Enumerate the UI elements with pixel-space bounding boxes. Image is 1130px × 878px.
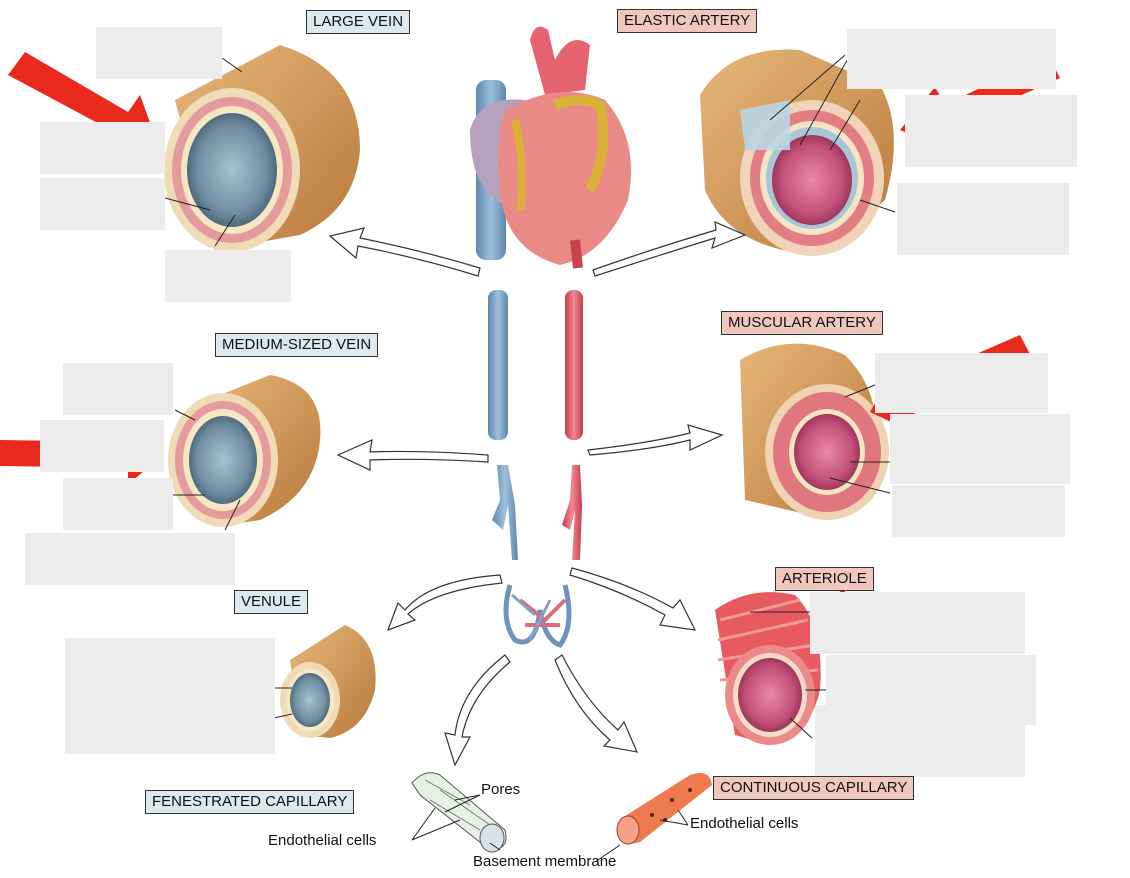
hidden-label-box	[810, 592, 1025, 654]
endothelial-cells-annotation-left: Endothelial cells	[268, 832, 377, 849]
hidden-label-box	[96, 27, 222, 79]
endothelial-cells-annotation-right: Endothelial cells	[690, 815, 799, 832]
large-vein-label: LARGE VEIN	[306, 10, 411, 34]
hidden-label-box	[847, 29, 1056, 89]
hidden-label-box	[40, 420, 164, 472]
medium-vein-label: MEDIUM-SIZED VEIN	[215, 333, 379, 357]
muscular-artery-illustration	[740, 343, 891, 520]
hidden-label-box	[875, 353, 1048, 413]
pores-annotation: Pores	[481, 781, 521, 798]
venule-label: VENULE	[234, 590, 309, 614]
hidden-label-box	[63, 478, 173, 530]
central-vessels	[488, 290, 583, 648]
heart-illustration	[470, 26, 632, 269]
fenestrated-capillary-illustration	[411, 772, 507, 853]
fenestrated-capillary-label: FENESTRATED CAPILLARY	[145, 790, 355, 814]
hidden-label-box	[65, 638, 275, 754]
arteriole-label: ARTERIOLE	[775, 567, 874, 591]
hidden-label-box	[890, 414, 1070, 484]
hidden-label-box	[165, 250, 291, 302]
hidden-label-box	[815, 705, 1025, 777]
hidden-label-box	[40, 178, 165, 230]
hidden-label-box	[25, 533, 235, 585]
basement-membrane-annotation: Basement membrane	[473, 853, 617, 870]
hidden-label-box	[892, 485, 1065, 537]
hidden-label-box	[897, 183, 1069, 255]
hidden-label-box	[40, 122, 165, 174]
muscular-artery-label: MUSCULAR ARTERY	[721, 311, 883, 335]
elastic-artery-label: ELASTIC ARTERY	[617, 9, 758, 33]
arteriole-illustration	[715, 592, 826, 745]
medium-vein-illustration	[168, 375, 321, 531]
continuous-capillary-label: CONTINUOUS CAPILLARY	[713, 776, 915, 800]
large-vein-illustration	[164, 45, 360, 252]
elastic-artery-illustration	[700, 49, 896, 256]
venule-illustration	[273, 625, 376, 738]
continuous-capillary-illustration	[594, 772, 712, 863]
hidden-label-box	[63, 363, 173, 415]
hidden-label-box	[905, 95, 1077, 167]
flow-arrows	[328, 221, 747, 767]
